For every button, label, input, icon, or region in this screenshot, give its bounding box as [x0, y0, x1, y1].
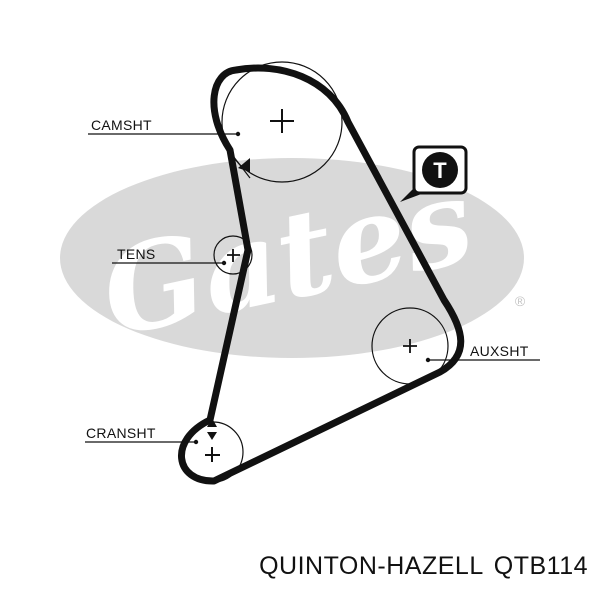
timing-arrow-icon — [238, 158, 250, 172]
auxiliary-pulley-circle — [371, 307, 449, 385]
watermark-registered-mark: ® — [515, 293, 526, 309]
auxiliary-label: AUXSHT — [470, 343, 529, 359]
timing-belt — [178, 64, 465, 485]
auxiliary-pulley — [371, 307, 449, 385]
tensioner-pulley-circle — [213, 235, 253, 275]
part-caption: QUINTON-HAZELL QTB114 — [259, 552, 588, 581]
camshaft-label: CAMSHT — [91, 117, 152, 133]
tensioner-badge: T — [400, 145, 468, 202]
camshaft-center-mark — [270, 109, 294, 133]
crankshaft-timing-arrow-icon — [207, 418, 217, 427]
crankshaft-timing-arrow-down-icon — [207, 432, 217, 440]
caption-brand: QUINTON-HAZELL — [259, 552, 484, 580]
leader-lines — [85, 133, 540, 443]
leader-dots — [193, 131, 431, 445]
badge-disc — [422, 152, 458, 188]
tensioner-pulley — [213, 235, 253, 275]
tensioner-center-mark — [227, 249, 240, 262]
crankshaft-label: CRANSHT — [86, 425, 156, 441]
tensioner-badge-letter: T — [433, 158, 447, 183]
camshaft-pulley — [221, 61, 343, 183]
crankshaft-pulley — [182, 418, 244, 483]
auxiliary-center-mark — [403, 339, 417, 353]
crankshaft-center-mark — [205, 447, 220, 462]
camshaft-pulley-circle — [221, 61, 343, 183]
caption-part-number: QTB114 — [493, 552, 588, 580]
camshaft-timing-mark — [229, 151, 251, 179]
tensioner-label: TENS — [117, 246, 156, 262]
